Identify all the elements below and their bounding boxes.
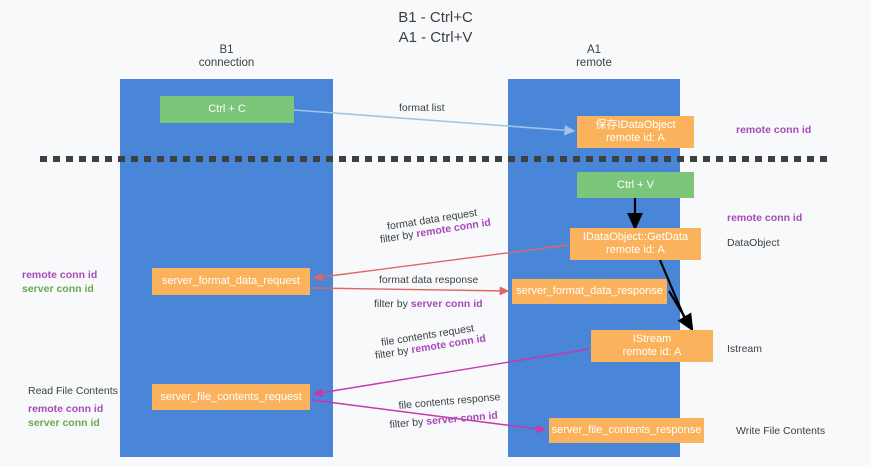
lane-header-b1-subtitle: connection (198, 57, 255, 69)
node-server-format-data-request[interactable]: server_format_data_request (152, 268, 310, 295)
lane-header-b1: B1 connection (120, 44, 333, 70)
filter-prefix-1: filter by (379, 228, 418, 246)
node-server-format-data-response[interactable]: server_format_data_response (512, 279, 667, 304)
filter-value-server-1: server conn id (410, 298, 483, 310)
annotation-left-server-conn-id: server conn id (22, 283, 94, 295)
node-server-file-contents-request-label: server_file_contents_request (160, 390, 302, 403)
annotation-istream: Istream (727, 343, 763, 355)
annotation-remote-conn-id-mid: remote conn id (727, 212, 803, 224)
edge-label-format-list: format list (399, 102, 445, 114)
node-istream-label: IStream (632, 333, 672, 345)
node-ctrl-c[interactable]: Ctrl + C (160, 96, 294, 123)
title-line-1: B1 - Ctrl+C (398, 9, 473, 26)
node-idataobject-sub: remote id: A (606, 132, 665, 144)
node-server-file-contents-response-label: server_file_contents_response (551, 424, 702, 436)
node-ctrl-v-label: Ctrl + V (617, 178, 654, 191)
node-istream-sub: remote id: A (622, 346, 682, 358)
filter-prefix-3: filter by (374, 344, 413, 362)
edge-label-format-data-response: format data response (379, 274, 479, 286)
connector-format-data-response (311, 286, 510, 296)
lane-header-b1-title: B1 (219, 44, 234, 56)
node-idataobject-label: 保存IDataObject (595, 119, 676, 131)
annotation-write-file-contents: Write File Contents (736, 425, 826, 437)
node-server-file-contents-request[interactable]: server_file_contents_request (152, 384, 310, 410)
node-ctrl-v[interactable]: Ctrl + V (577, 172, 694, 198)
node-server-format-data-response-label: server_format_data_response (516, 285, 663, 297)
filter-prefix-4: filter by (389, 415, 427, 431)
edge-label-filter-by-server-1: filter by server conn id (374, 297, 483, 312)
node-getdata-sub: remote id: A (606, 244, 665, 256)
node-server-file-contents-response[interactable]: server_file_contents_response (549, 418, 704, 443)
annotation-dataobject: DataObject (727, 237, 780, 249)
node-istream[interactable]: IStream remote id: A (591, 330, 713, 362)
node-ctrl-c-label: Ctrl + C (208, 103, 246, 115)
node-idataobject[interactable]: 保存IDataObject remote id: A (577, 116, 694, 148)
node-idataobject-getdata[interactable]: IDataObject::GetData remote id: A (570, 228, 701, 260)
lane-header-a1: A1 remote (508, 44, 680, 70)
annotation-left-remote-conn-id-2: remote conn id (28, 403, 104, 415)
node-getdata-label: IDataObject::GetData (582, 231, 689, 243)
annotation-left-remote-conn-id: remote conn id (22, 269, 98, 281)
lane-header-a1-title: A1 (586, 44, 602, 56)
diagram-title: B1 - Ctrl+C A1 - Ctrl+V (0, 8, 871, 48)
annotation-left-server-conn-id-2: server conn id (28, 417, 100, 429)
filter-prefix-2: filter by (374, 298, 411, 310)
annotation-read-file-contents: Read File Contents (28, 385, 118, 397)
annotation-remote-conn-id-top: remote conn id (736, 124, 812, 136)
filter-value-server-2: server conn id (425, 409, 499, 428)
title-line-2: A1 - Ctrl+V (398, 29, 473, 46)
phase-divider (40, 156, 830, 162)
node-server-format-data-request-label: server_format_data_request (161, 275, 301, 287)
lane-header-a1-subtitle: remote (576, 57, 612, 69)
